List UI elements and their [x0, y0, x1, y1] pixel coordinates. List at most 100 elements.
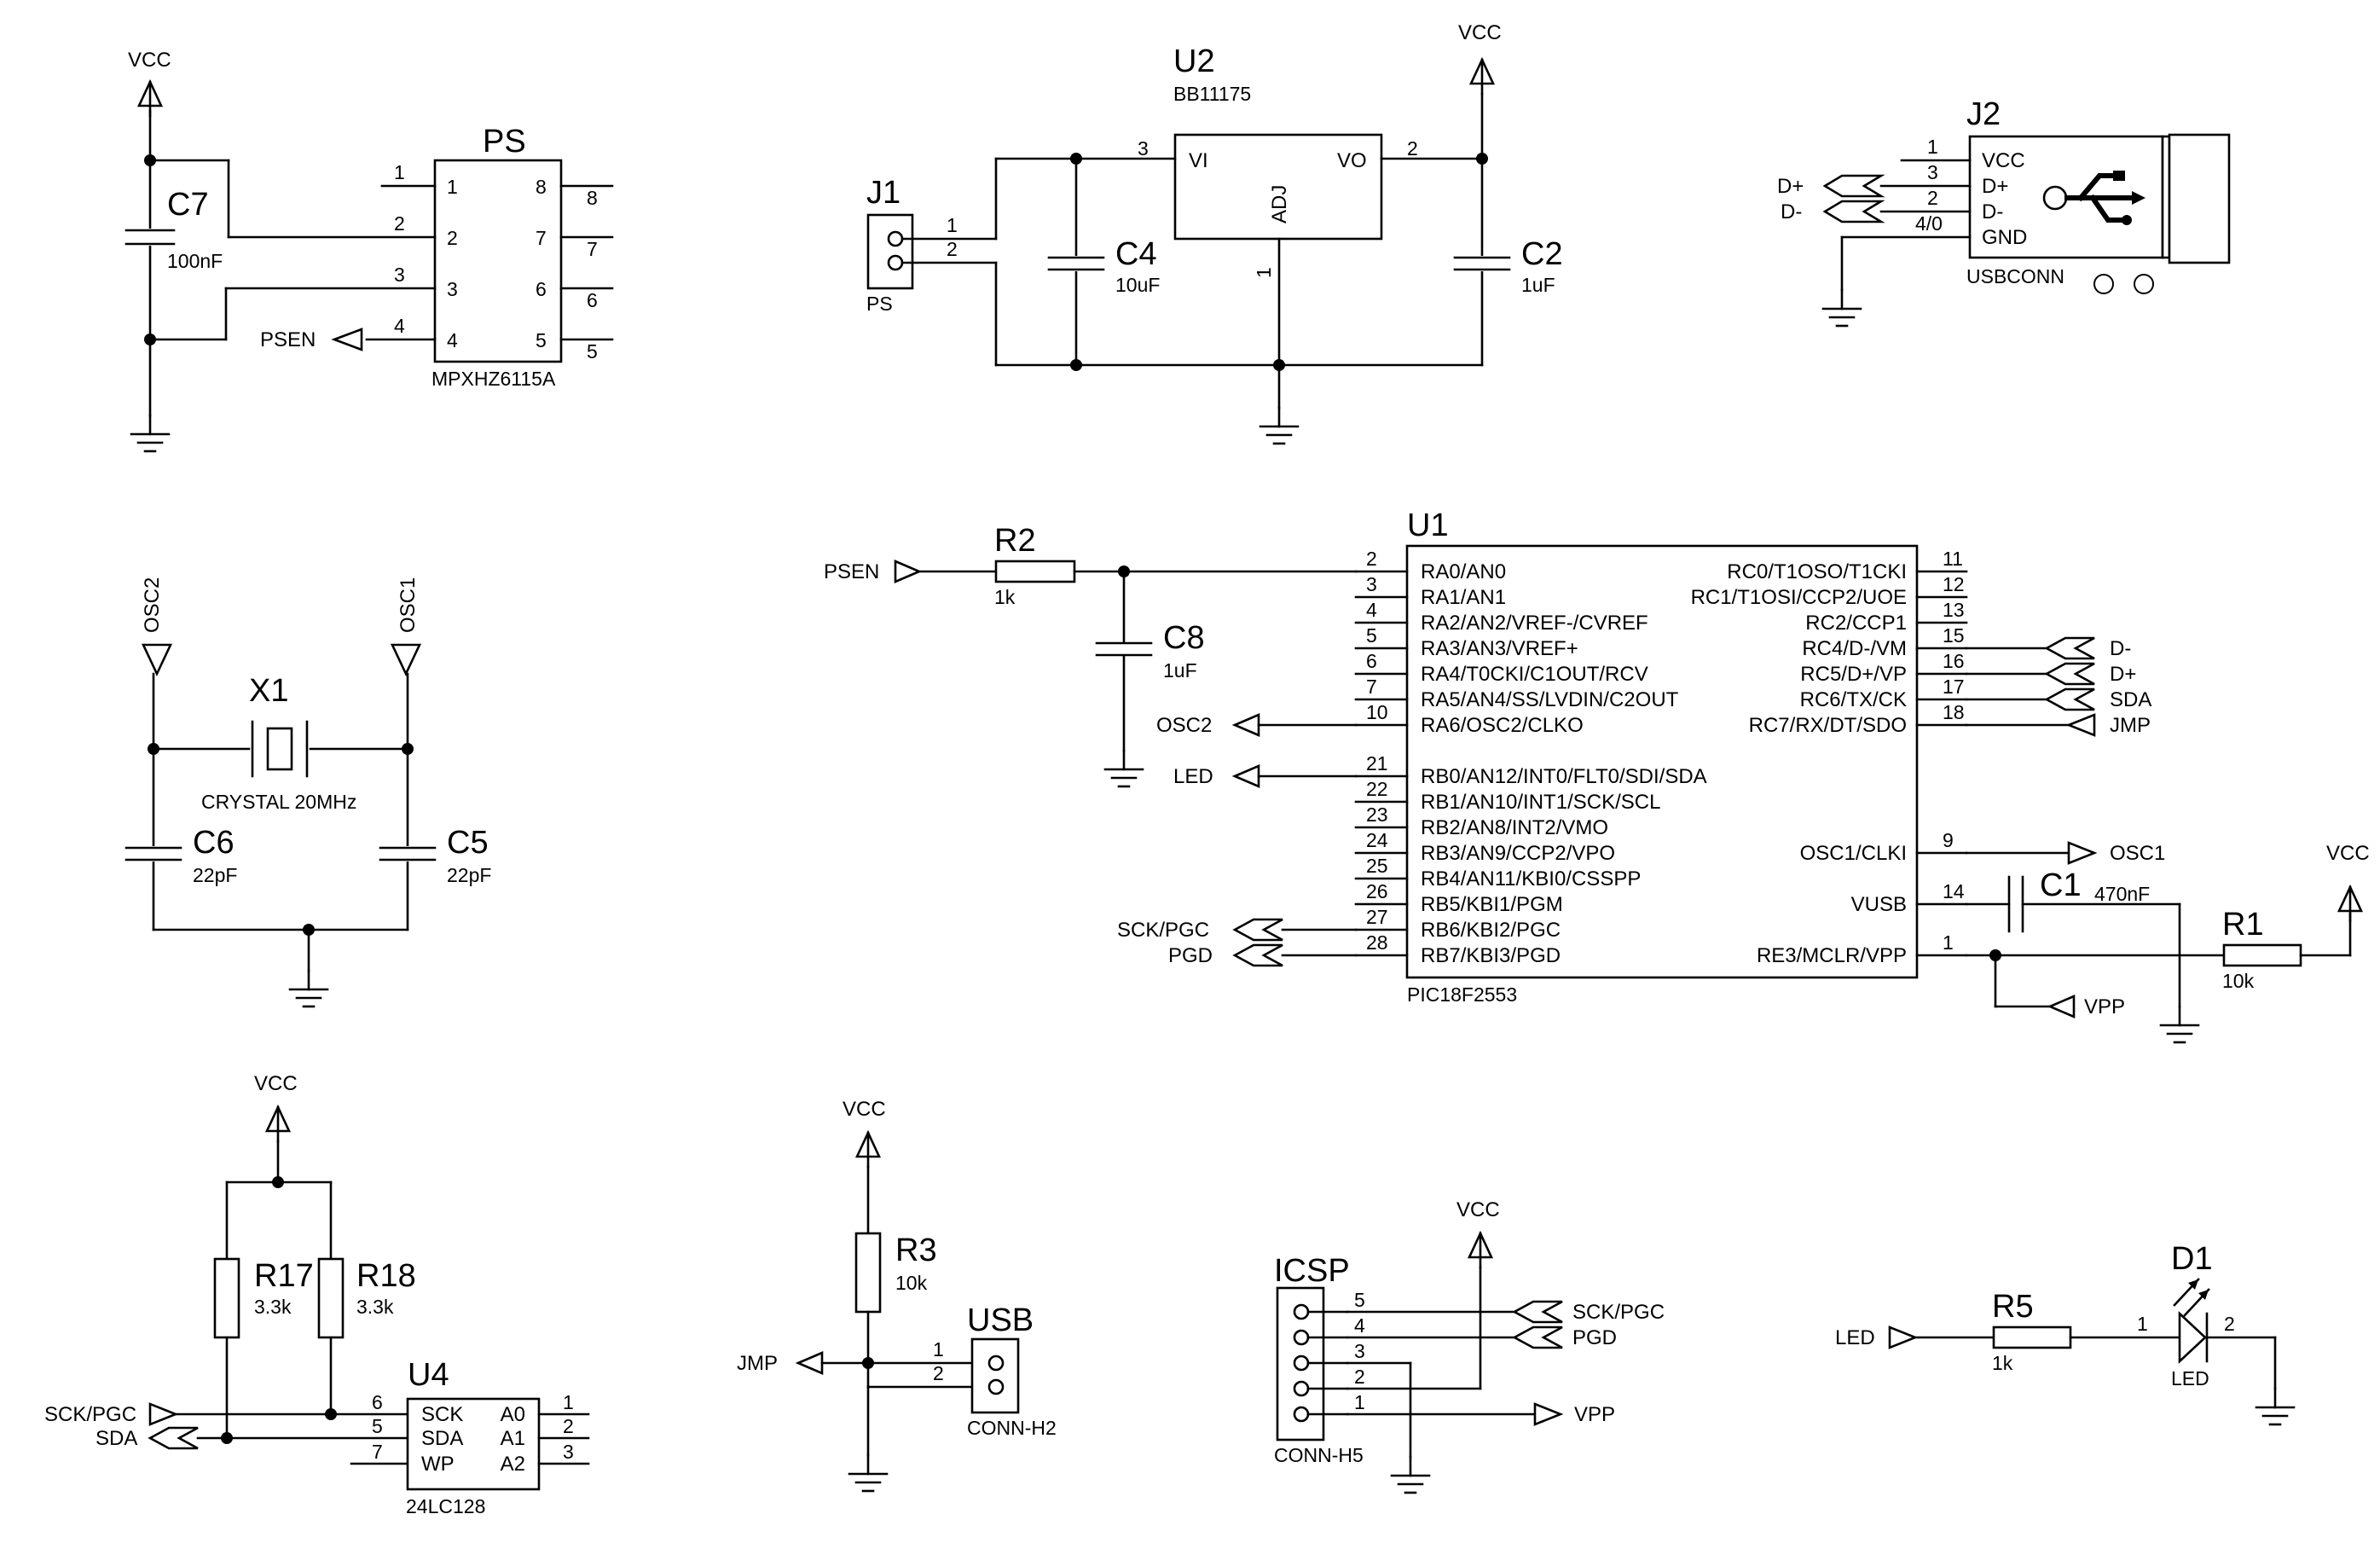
c6-value: 22pF [193, 864, 237, 886]
ground-icon [1103, 749, 1144, 788]
dminus-label: D- [2110, 637, 2131, 660]
port-arrow-icon [2067, 841, 2098, 865]
pin-number: 22 [1366, 778, 1388, 800]
ps-value: MPXHZ6115A [431, 368, 556, 390]
ground-icon [288, 969, 329, 1008]
pin-number: 3 [394, 264, 405, 286]
led-symbol-icon [2178, 1311, 2207, 1364]
ground-icon [1259, 406, 1300, 445]
pin-name: SCK [421, 1403, 463, 1426]
r3-value: 10k [895, 1272, 928, 1294]
vcc-arrow-icon [1469, 58, 1495, 96]
pin-name: RC7/RX/DT/SDO [1749, 714, 1907, 737]
pin-number: 13 [1943, 599, 1965, 621]
pin-number: 3 [1927, 161, 1938, 183]
pin-number: 27 [1366, 906, 1388, 928]
pin-number: 2 [1354, 1366, 1365, 1388]
r3-ref: R3 [895, 1233, 937, 1268]
u4-ref: U4 [408, 1357, 449, 1393]
ground-icon [848, 1453, 889, 1493]
u4-value: 24LC128 [406, 1495, 485, 1517]
pin-number: 10 [1366, 701, 1388, 723]
c8-value: 1uF [1163, 659, 1197, 682]
pin-name: RC6/TX/CK [1800, 688, 1907, 711]
pin-number: 2 [933, 1362, 944, 1384]
dplus-label: D+ [2110, 663, 2136, 686]
pin-label: ADJ [1268, 185, 1291, 223]
port-arrow-icon [141, 643, 173, 677]
c1-value: 470nF [2094, 883, 2150, 905]
ps-sensor: VCC C7 100nF PS 1 2 3 4 1 2 3 4 8 [125, 49, 614, 453]
c4-value: 10uF [1115, 274, 1160, 296]
c4-ref: C4 [1115, 236, 1157, 272]
pin-number: 4 [394, 315, 405, 337]
pin-number: 17 [1943, 676, 1965, 698]
vcc-arrow-icon [2337, 885, 2363, 923]
c7-value: 100nF [167, 250, 223, 272]
bidir-port-icon [1232, 943, 1283, 967]
r2-ref: R2 [994, 523, 1036, 559]
pin-number: 1 [1354, 1391, 1365, 1413]
pin-label: 2 [447, 227, 458, 249]
dminus-label: D- [1781, 200, 1802, 223]
ground-icon [1821, 288, 1862, 328]
c7-ref: C7 [167, 187, 209, 223]
pin-number: 2 [1366, 548, 1377, 570]
pin-number: 23 [1366, 803, 1388, 826]
pin-number: 28 [1366, 931, 1388, 954]
pin-name: RB3/AN9/CCP2/VPO [1421, 842, 1615, 865]
j2-value: USBCONN [1966, 265, 2064, 287]
vpp-label: VPP [1574, 1403, 1615, 1426]
header-pin [1293, 1380, 1310, 1397]
pin-number: 3 [1366, 573, 1377, 595]
pin-name: A0 [501, 1403, 525, 1426]
port-arrow-icon [1888, 1325, 1919, 1349]
pin-label: 5 [536, 329, 547, 351]
port-arrow-icon [390, 643, 422, 677]
r2-value: 1k [994, 586, 1016, 608]
port-arrow-icon [894, 560, 923, 583]
pin-label: D+ [1982, 175, 2008, 198]
pin-label: 4 [447, 329, 458, 351]
vcc-arrow-icon [1468, 1232, 1493, 1269]
jmp-label: JMP [2110, 714, 2151, 737]
vcc-label: VCC [843, 1098, 886, 1121]
pin-name: SDA [421, 1427, 463, 1450]
pin-name: RC4/D-/VM [1802, 637, 1907, 660]
pin-name: RA3/AN3/VREF+ [1421, 637, 1578, 660]
pgd-label: PGD [1572, 1326, 1617, 1349]
u4-eeprom: VCC R17 3.3k R18 3.3k SCK/PGC SDA U4 6SC… [44, 1072, 590, 1517]
port-arrow-icon [1231, 764, 1260, 788]
pin-number: 3 [1354, 1340, 1365, 1362]
osc2-label: OSC2 [141, 577, 164, 633]
header-pin [1293, 1354, 1310, 1372]
u2-ref: U2 [1173, 44, 1215, 79]
pin-number: 1 [563, 1391, 574, 1413]
sck-pgc-label: SCK/PGC [1572, 1301, 1665, 1324]
u1-ref: U1 [1407, 508, 1449, 543]
u1-value: PIC18F2553 [1407, 983, 1517, 1006]
r17-value: 3.3k [254, 1296, 292, 1318]
sda-label: SDA [2110, 688, 2151, 711]
pin-name: RC0/T1OSO/T1CKI [1727, 560, 1907, 583]
header-pin [1293, 1406, 1310, 1423]
pin-name: RB5/KBI1/PGM [1421, 893, 1563, 916]
bidir-port-icon [1512, 1325, 1563, 1349]
bidir-port-icon [2044, 636, 2095, 660]
pin-name: RB0/AN12/INT0/FLT0/SDI/SDA [1421, 765, 1707, 788]
bidir-port-icon [2044, 687, 2095, 711]
r18-ref: R18 [356, 1258, 416, 1294]
pin-number: 7 [372, 1441, 383, 1463]
pin-number: 2 [394, 212, 405, 235]
pin-name: RA6/OSC2/CLKO [1421, 714, 1584, 737]
bidir-port-icon [1232, 918, 1283, 942]
r1-ref: R1 [2222, 907, 2264, 943]
pin-name: RE3/MCLR/VPP [1757, 944, 1907, 967]
pin-name: A1 [501, 1427, 525, 1450]
r5-ref: R5 [1992, 1289, 2034, 1325]
pin-number: 1 [1943, 931, 1954, 954]
icsp-ref: ICSP [1274, 1253, 1350, 1289]
oscillator-circuit: OSC2 OSC1 X1 CRYSTAL 20MHz C6 22pF C5 22… [125, 577, 491, 1008]
pin-number: 11 [1943, 548, 1963, 570]
